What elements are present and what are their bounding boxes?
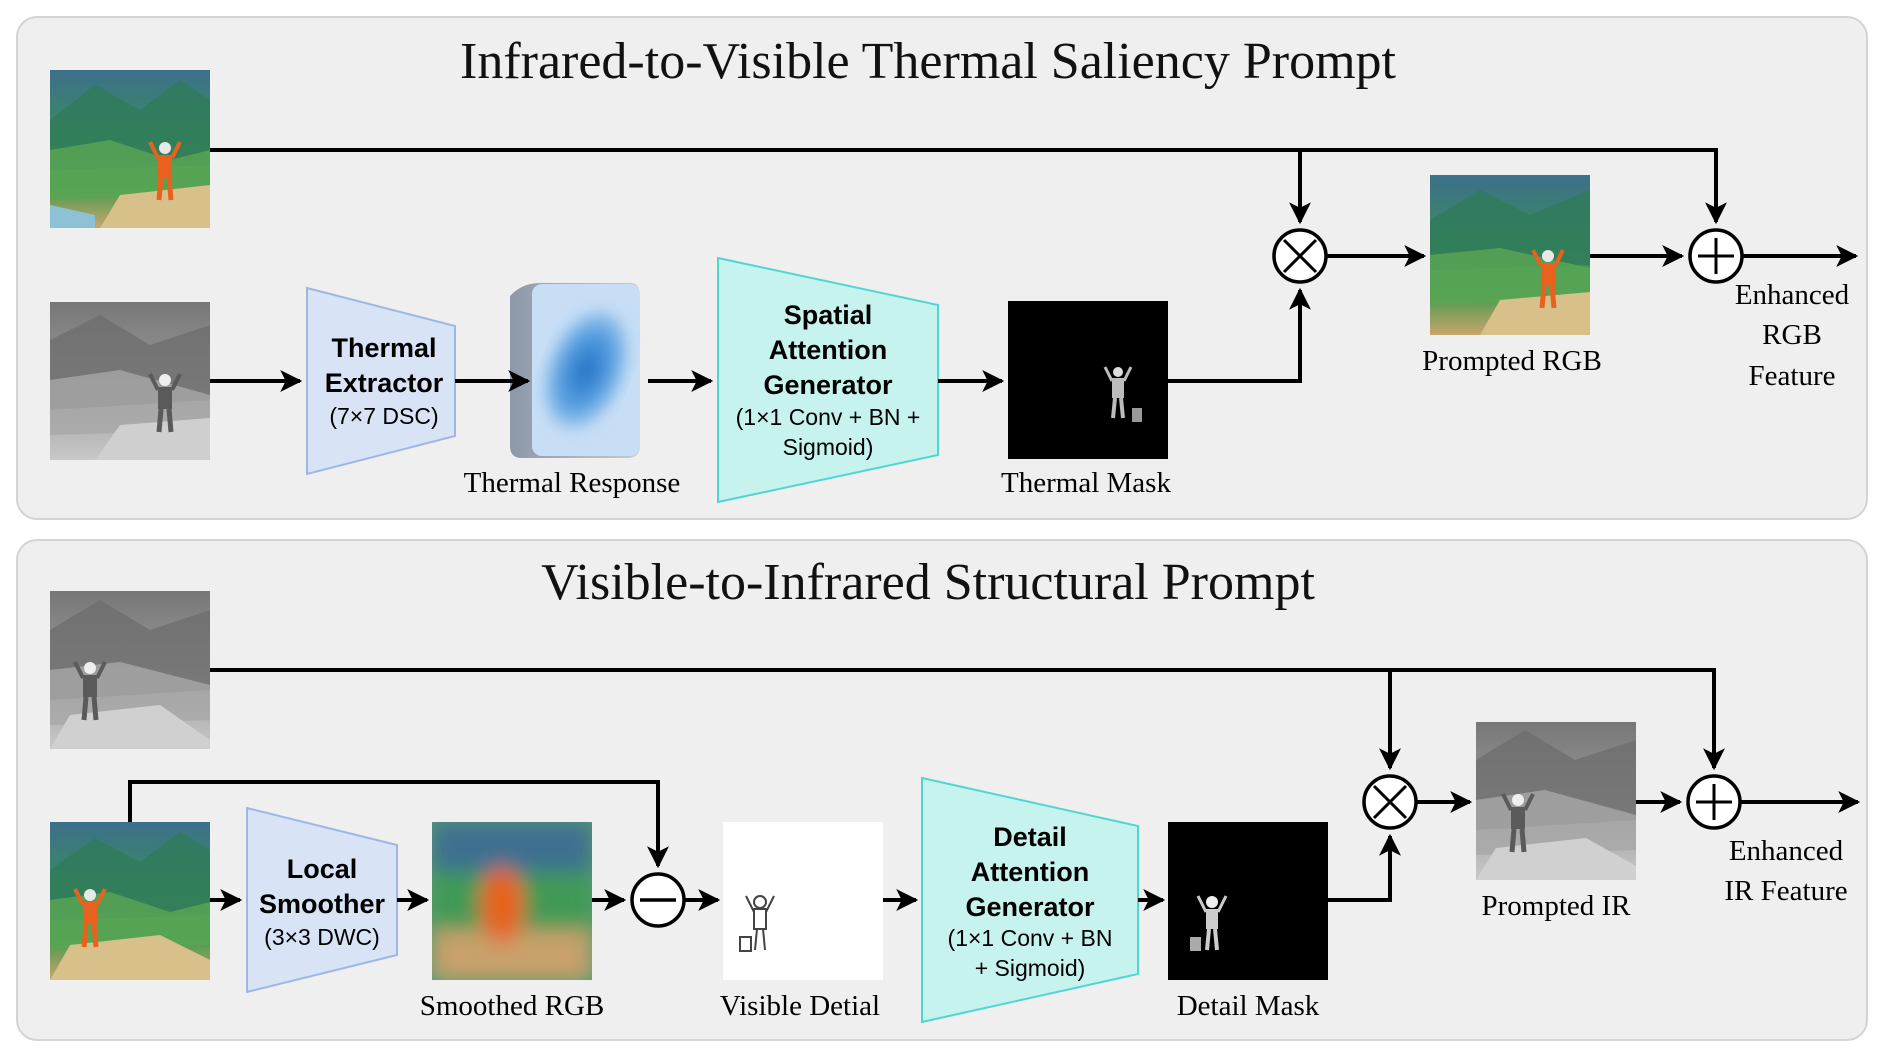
bottom-connectors — [128, 668, 1861, 911]
top-connectors — [210, 148, 1859, 392]
enhanced-rgb-label-1: Enhanced — [1735, 279, 1850, 311]
thermal-mask-image — [1008, 301, 1168, 459]
thermal-extractor-title-1: Thermal — [331, 333, 436, 363]
detail-gen-title-2: Attention — [971, 857, 1089, 887]
prompted-rgb-label: Prompted RGB — [1422, 345, 1602, 377]
rgb-skip-to-add-arrow — [210, 148, 1727, 225]
prompted-rgb-image — [1430, 175, 1590, 335]
subtract-operator — [630, 872, 686, 928]
local-smoother-block: Local Smoother (3×3 DWC) — [246, 806, 398, 994]
detail-mask-image — [1168, 822, 1328, 980]
local-smoother-title-2: Smoother — [259, 889, 386, 919]
thermal-extractor-block: Thermal Extractor (7×7 DSC) — [306, 286, 456, 476]
rgb-input-image-top — [50, 70, 210, 228]
multiply-operator-bottom — [1362, 774, 1418, 830]
rgb-to-subtract-arrow — [128, 780, 669, 869]
detail-mask-label: Detail Mask — [1177, 990, 1320, 1022]
spatial-gen-title-2: Attention — [769, 335, 887, 365]
thermal-mask-label: Thermal Mask — [1001, 467, 1171, 499]
enhanced-ir-label-2: IR Feature — [1724, 875, 1847, 907]
add-operator-top — [1688, 228, 1744, 284]
local-smoother-title-1: Local — [287, 854, 358, 884]
local-smoother-sub: (3×3 DWC) — [264, 924, 380, 950]
top-panel — [16, 16, 1868, 520]
detail-attention-generator-block: Detail Attention Generator (1×1 Conv + B… — [921, 776, 1139, 1024]
spatial-attention-generator-block: Spatial Attention Generator (1×1 Conv + … — [717, 256, 939, 504]
multiply-operator-top — [1272, 228, 1328, 284]
spatial-gen-sub-1: (1×1 Conv + BN + — [736, 404, 921, 430]
mask-to-multiply-arrow — [1168, 287, 1311, 383]
add-operator-bottom — [1686, 774, 1742, 830]
bottom-panel-title: Visible-to-Infrared Structural Prompt — [541, 554, 1315, 611]
visible-detail-image — [723, 822, 883, 980]
enhanced-ir-label-1: Enhanced — [1729, 835, 1844, 867]
ir-input-image-top — [50, 302, 210, 460]
prompted-ir-label: Prompted IR — [1481, 890, 1631, 922]
detail-gen-sub-1: (1×1 Conv + BN — [948, 925, 1113, 951]
thermal-response-cube — [510, 283, 640, 458]
spatial-gen-sub-2: Sigmoid) — [783, 434, 874, 460]
enhanced-rgb-label-2: RGB — [1762, 319, 1822, 351]
thermal-response-label: Thermal Response — [464, 467, 681, 499]
climber-figure-gray-icon — [148, 373, 182, 433]
enhanced-rgb-label-3: Feature — [1749, 360, 1836, 392]
detail-gen-title-3: Generator — [965, 892, 1095, 922]
prompted-ir-image — [1476, 722, 1636, 880]
mask-to-multiply-arrow-bottom — [1328, 833, 1401, 902]
detail-gen-title-1: Detail — [993, 822, 1067, 852]
thermal-extractor-sub: (7×7 DSC) — [329, 403, 438, 429]
smoothed-rgb-label: Smoothed RGB — [420, 990, 605, 1022]
top-panel-title: Infrared-to-Visible Thermal Saliency Pro… — [460, 33, 1397, 90]
ir-input-image-bottom — [50, 591, 210, 749]
smoothed-rgb-image — [432, 822, 592, 980]
detail-gen-sub-2: + Sigmoid) — [975, 955, 1086, 981]
ir-skip-to-add-arrow — [210, 668, 1725, 771]
climber-figure-icon — [148, 141, 182, 201]
spatial-gen-title-1: Spatial — [784, 300, 873, 330]
spatial-gen-title-3: Generator — [763, 370, 893, 400]
visible-detail-label: Visible Detial — [720, 990, 880, 1022]
rgb-input-image-bottom — [50, 822, 210, 980]
thermal-extractor-title-2: Extractor — [325, 368, 444, 398]
